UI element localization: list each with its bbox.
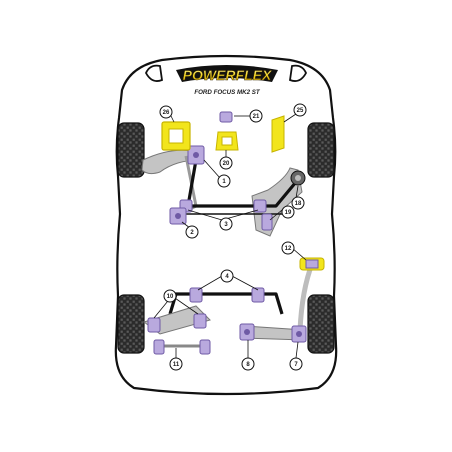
svg-text:19: 19 [285, 210, 292, 216]
powerflex-logo: POWERFLEX [176, 65, 278, 83]
callout-2: 2 [185, 225, 199, 239]
bushing-4-left [189, 287, 203, 303]
svg-text:20: 20 [223, 161, 230, 167]
svg-text:2: 2 [190, 230, 194, 236]
rear-anti-roll-bar [168, 292, 284, 315]
svg-text:12: 12 [285, 246, 292, 252]
model-subtitle: FORD FOCUS MK2 ST [194, 89, 261, 96]
svg-text:18: 18 [295, 201, 302, 207]
bushing-7 [291, 325, 307, 343]
callout-10: 10 [163, 289, 177, 303]
bushing-18 [290, 170, 306, 186]
callout-1: 1 [217, 174, 231, 188]
bushing-11-right [199, 339, 211, 355]
bushing-12 [299, 257, 325, 271]
callout-25: 25 [293, 103, 307, 117]
callout-20: 20 [219, 156, 233, 170]
bushing-8 [239, 323, 255, 341]
svg-text:26: 26 [163, 110, 170, 116]
tyre-rear-right [307, 294, 335, 354]
bushing-10-b [193, 313, 207, 329]
front-left-lower-arm [141, 149, 201, 175]
svg-text:25: 25 [297, 108, 304, 114]
svg-text:11: 11 [173, 362, 180, 368]
svg-text:21: 21 [253, 114, 260, 120]
bushing-4-right [251, 287, 265, 303]
tyre-rear-left [117, 294, 145, 354]
bushing-19 [261, 213, 273, 231]
callout-12: 12 [281, 241, 295, 255]
callout-3: 3 [219, 217, 233, 231]
svg-text:8: 8 [246, 362, 250, 368]
bushing-2 [169, 207, 187, 225]
front-anti-roll-bar [186, 159, 298, 208]
callout-4: 4 [220, 269, 234, 283]
callout-21: 21 [249, 109, 263, 123]
callout-7: 7 [289, 357, 303, 371]
callout-18: 18 [291, 196, 305, 210]
mirror-right [289, 64, 308, 82]
svg-text:10: 10 [167, 294, 174, 300]
bushing-10-a [147, 317, 161, 333]
svg-text:1: 1 [222, 179, 226, 185]
callout-group: 26 21 25 20 1 18 19 3 2 12 4 10 8 7 11 [159, 103, 307, 371]
callout-26: 26 [159, 105, 173, 119]
callout-19: 19 [281, 205, 295, 219]
tyre-front-left [117, 122, 145, 178]
bushing-1 [187, 145, 205, 165]
svg-text:7: 7 [294, 362, 298, 368]
bushing-21 [219, 111, 233, 123]
insert-20 [215, 131, 239, 151]
svg-text:POWERFLEX: POWERFLEX [183, 67, 273, 83]
engine-mount-26 [161, 121, 191, 151]
svg-text:4: 4 [225, 274, 229, 280]
mirror-left [144, 64, 163, 82]
bushing-3-right [253, 199, 267, 213]
svg-text:3: 3 [224, 222, 228, 228]
callout-8: 8 [241, 357, 255, 371]
tyre-front-right [307, 122, 335, 178]
bar-25 [271, 115, 285, 153]
bushing-11-left [153, 339, 165, 355]
callout-11: 11 [169, 357, 183, 371]
